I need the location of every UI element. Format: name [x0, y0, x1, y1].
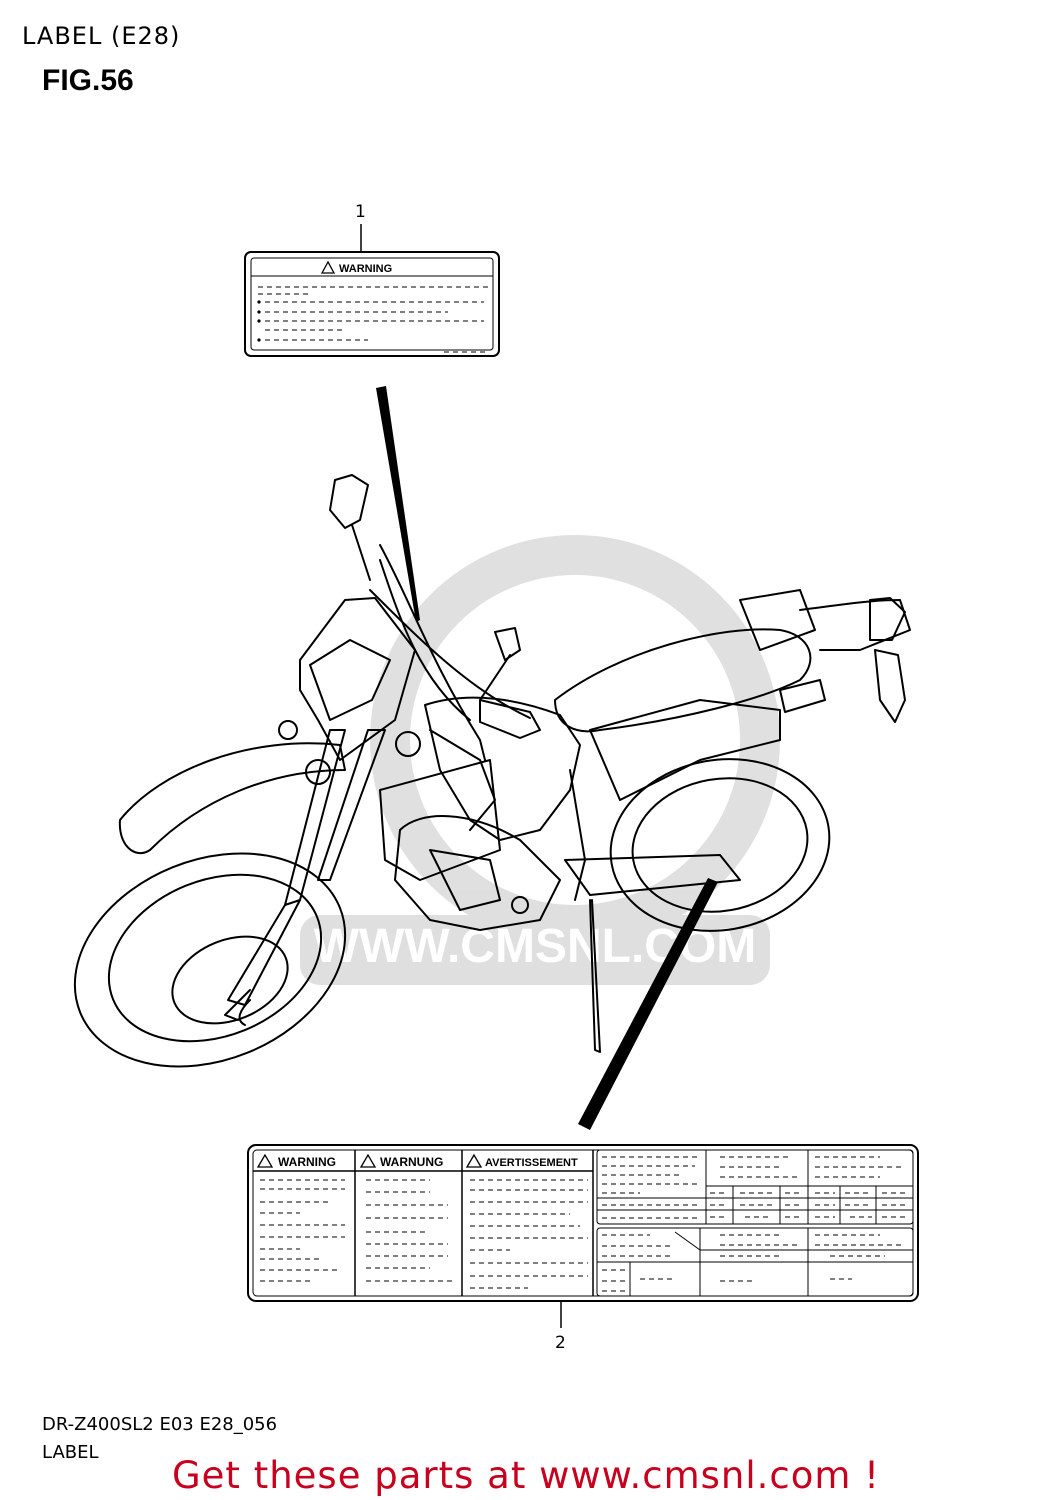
warning-label-2[interactable]: WARNING WARNUNG AVERTISSEMENT — [247, 1144, 919, 1302]
label-2-warning-fr: AVERTISSEMENT — [485, 1157, 578, 1169]
warning-triangle-icon — [359, 1153, 377, 1168]
model-code: DR-Z400SL2 E03 E28_056 — [42, 1414, 278, 1435]
warning-label-1[interactable]: WARNING — [244, 251, 500, 357]
callout-part-1[interactable]: 1 — [355, 202, 366, 222]
callout-part-2[interactable]: 2 — [555, 1333, 566, 1353]
figure-title: FIG.56 — [42, 64, 134, 97]
promo-link[interactable]: Get these parts at www.cmsnl.com ! — [172, 1454, 881, 1497]
leader-line-2 — [578, 878, 718, 1130]
label-2-warning-en: WARNING — [278, 1155, 336, 1169]
warning-triangle-icon — [465, 1153, 483, 1168]
leader-line-1 — [376, 386, 420, 622]
page-category-title: LABEL (E28) — [22, 22, 181, 50]
label-2-warning-de: WARNUNG — [380, 1155, 443, 1169]
part-name: LABEL — [42, 1442, 99, 1463]
motorcycle-illustration — [73, 474, 911, 1068]
warning-triangle-icon — [256, 1153, 274, 1168]
label-1-warning-text: WARNING — [339, 263, 392, 275]
warning-triangle-icon — [320, 260, 336, 274]
